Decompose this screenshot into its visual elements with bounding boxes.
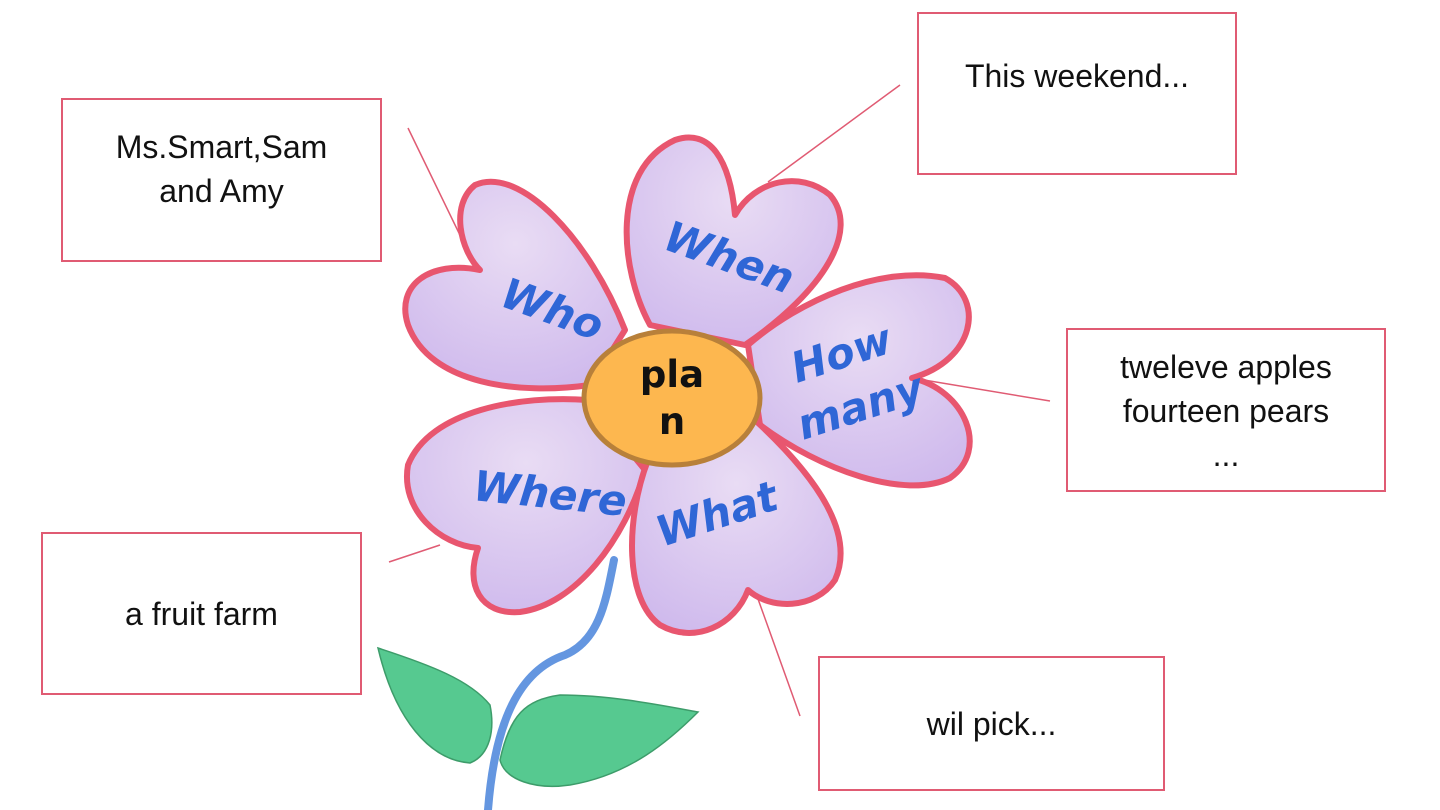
- connector-when: [767, 84, 901, 183]
- flower-center: [581, 328, 763, 468]
- answer-text-how-many: tweleve apples fourteen pears ...: [1120, 349, 1332, 473]
- center-label-line1: pla: [640, 353, 704, 396]
- leaf-icon: [376, 646, 493, 764]
- answer-text-who: Ms.Smart,Sam and Amy: [115, 129, 328, 209]
- connector-where: [388, 544, 441, 563]
- answer-text-what: wil pick...: [926, 705, 1057, 742]
- flower-icon: [402, 134, 973, 636]
- petal-when: [623, 134, 844, 348]
- connector-what: [752, 584, 801, 717]
- answer-box-what: wil pick...: [818, 656, 1165, 791]
- petal-how-many: [745, 272, 973, 489]
- petal-where: [403, 396, 648, 616]
- center-label-line2: n: [659, 400, 685, 443]
- connector-how-many: [911, 377, 1051, 402]
- petal-who: [402, 178, 628, 392]
- stem-group: [376, 556, 700, 810]
- answer-text-when: This weekend...: [964, 58, 1190, 94]
- leaf-icon: [499, 694, 700, 787]
- answer-text-where: a fruit farm: [125, 595, 278, 632]
- answer-box-how-many: tweleve apples fourteen pears ...: [1066, 328, 1386, 492]
- answer-box-where: a fruit farm: [41, 532, 362, 695]
- stem: [484, 556, 618, 810]
- answer-box-when: This weekend...: [917, 12, 1237, 175]
- petal-what: [629, 417, 844, 636]
- answer-box-who: Ms.Smart,Sam and Amy: [61, 98, 382, 262]
